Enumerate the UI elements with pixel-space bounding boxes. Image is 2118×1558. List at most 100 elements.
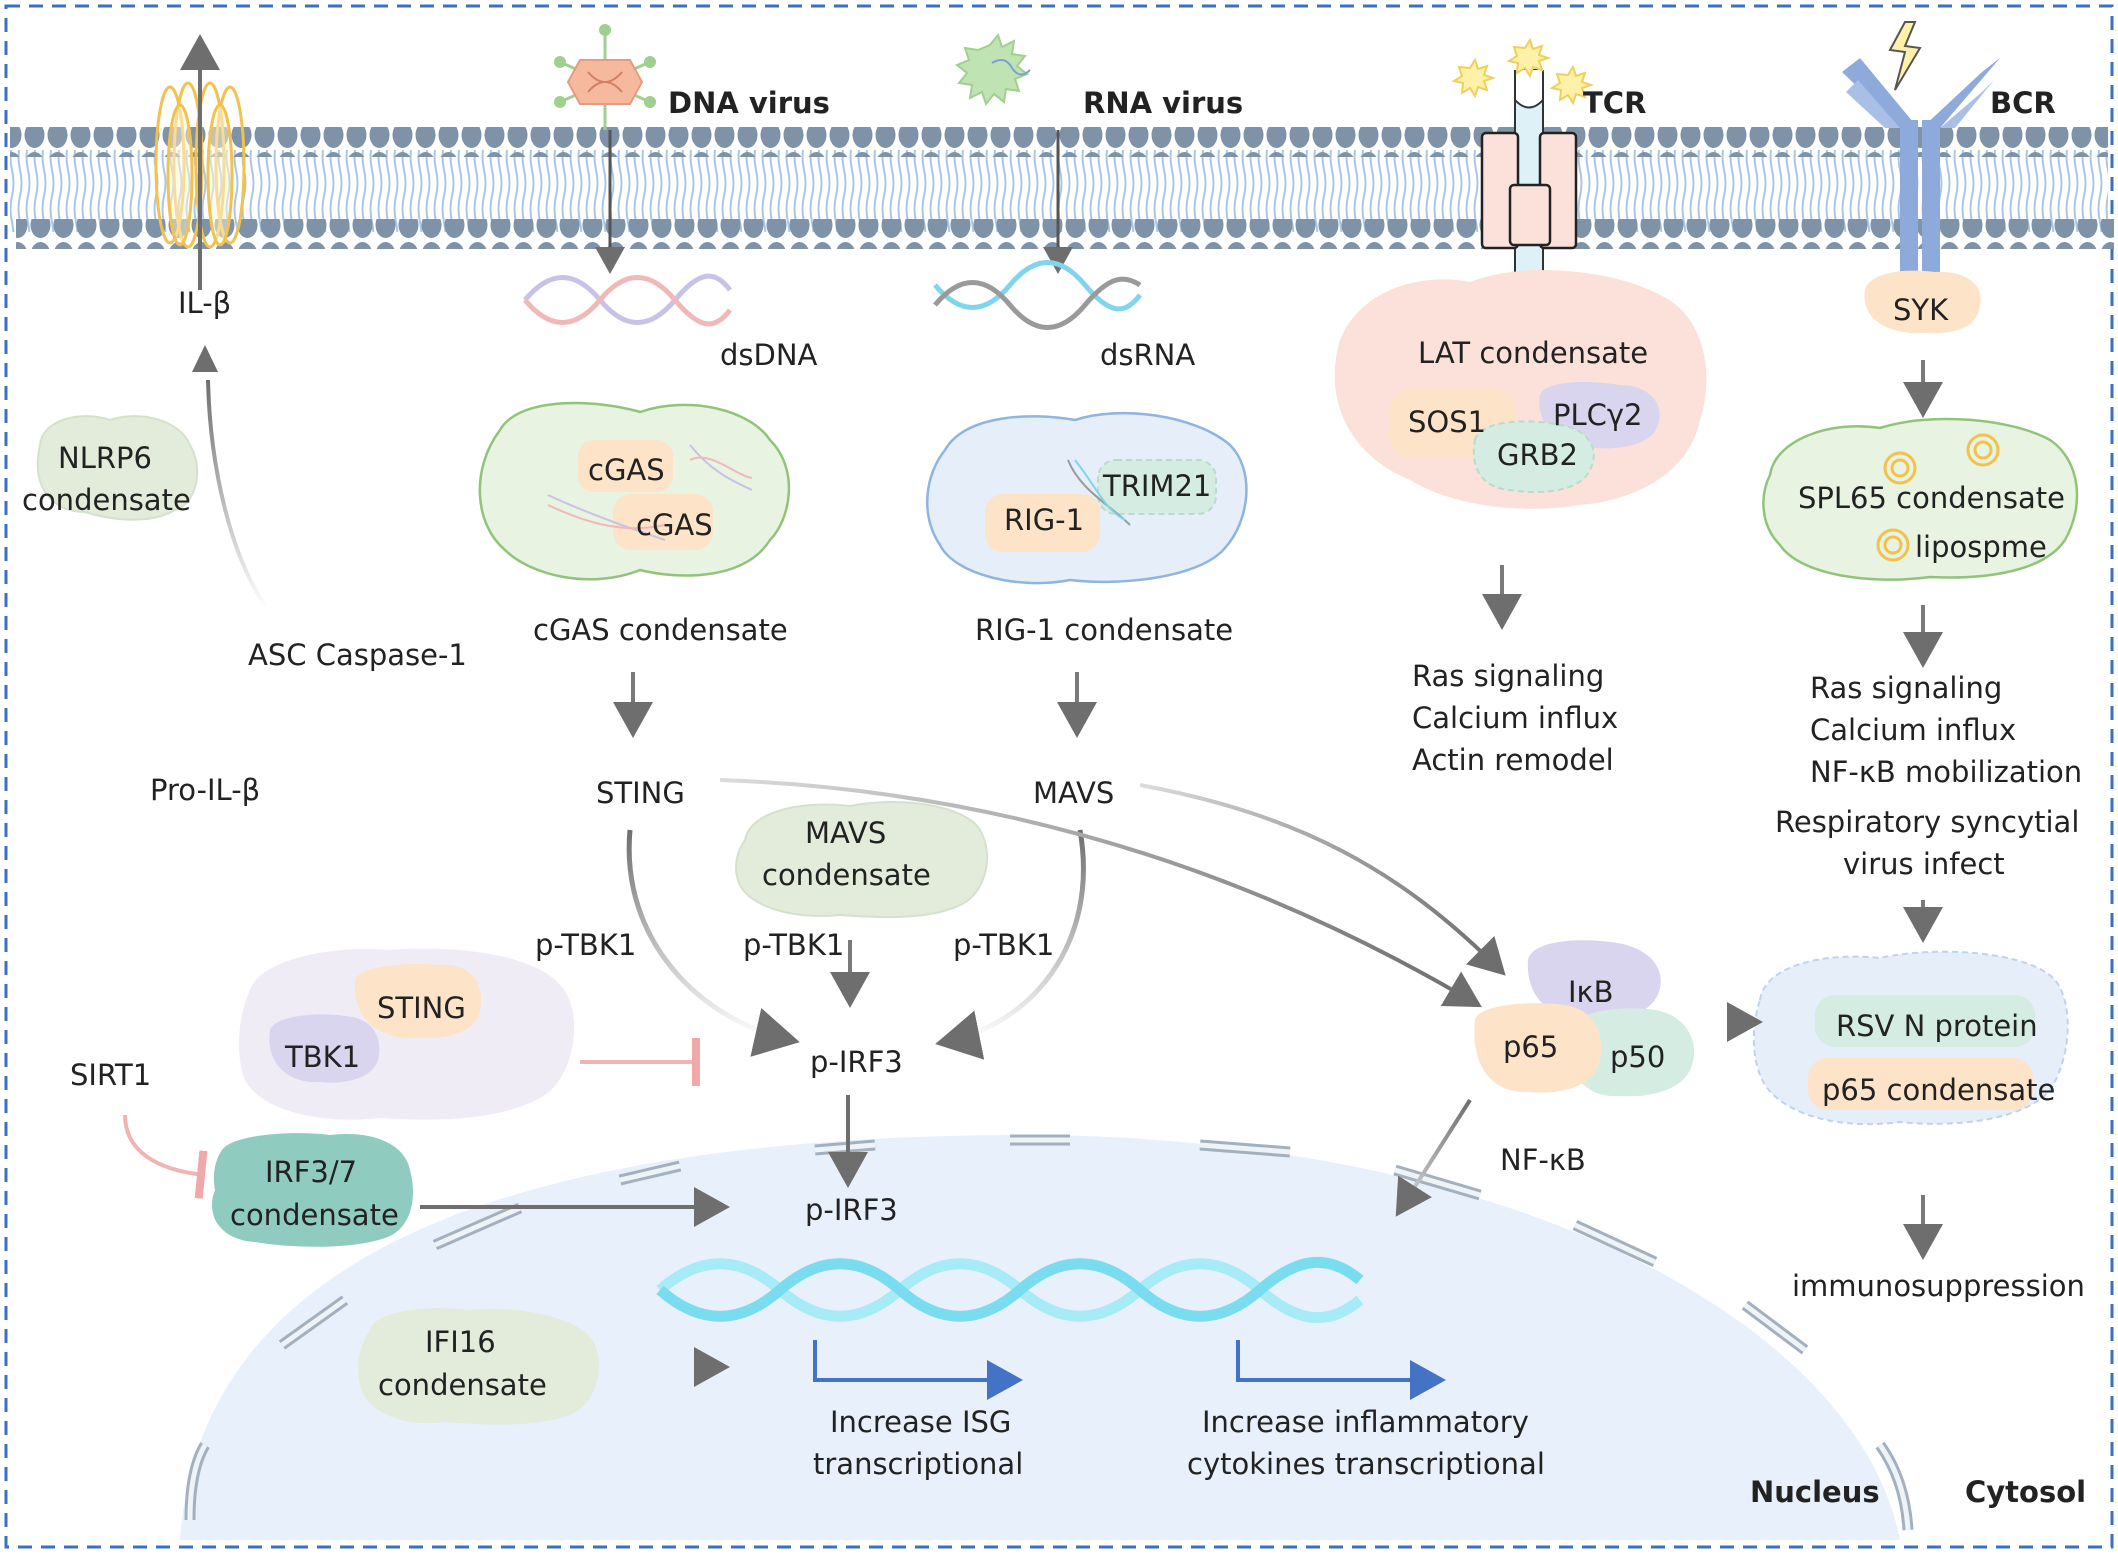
liposome-label: lipospme — [1915, 530, 2047, 564]
p65-label: p65 — [1503, 1030, 1558, 1064]
tcr-label: TCR — [1583, 86, 1646, 120]
p65-condensate-label: p65 condensate — [1822, 1073, 2055, 1107]
liposome-icons — [1876, 433, 2000, 562]
nfkb-label: NF-κB — [1500, 1143, 1586, 1177]
pirf3-top-label: p-IRF3 — [810, 1045, 903, 1079]
trim21-label: TRIM21 — [1102, 469, 1211, 503]
sting-to-pirf3-arrow — [626, 829, 800, 1057]
bcr-receptor — [1842, 58, 2000, 320]
mavs-condensate-label-2: condensate — [762, 858, 931, 892]
tcr-ras-label: Ras signaling — [1412, 659, 1604, 693]
tcr-actin-label: Actin remodel — [1412, 743, 1614, 777]
ikb-shape — [1527, 940, 1661, 1021]
rsv-n-label: RSV N protein — [1836, 1009, 2038, 1043]
dsrna-label: dsRNA — [1100, 338, 1195, 372]
dsrna-helix — [933, 260, 1142, 330]
irf37-label-1: IRF3/7 — [265, 1155, 357, 1189]
cgas-label-1: cGAS — [588, 453, 665, 487]
nucleus — [180, 1134, 1914, 1540]
sirt1-inhibition — [123, 1114, 208, 1199]
mavs-condensate-label-1: MAVS — [805, 816, 886, 850]
tcr-receptor — [1480, 69, 1578, 311]
asc-caspase-label: ASC Caspase-1 — [248, 638, 467, 672]
mavs-to-pirf3-arrow — [935, 829, 1086, 1060]
dsdna-label: dsDNA — [720, 338, 818, 372]
nlrp6-label-2: condensate — [22, 483, 191, 517]
bcr-nfkb-label: NF-κB mobilization — [1810, 755, 2082, 789]
pro-il-label: Pro-IL-β — [150, 773, 260, 807]
plcy2-label: PLCγ2 — [1553, 398, 1643, 432]
ikb-label: IκB — [1568, 975, 1614, 1009]
rsv-label-1: Respiratory syncytial — [1775, 805, 2079, 839]
inflammatory-label-2: cytokines transcriptional — [1187, 1447, 1545, 1481]
figure-border — [4, 4, 2114, 1549]
sirt1-label: SIRT1 — [70, 1058, 151, 1092]
cgas-box-1 — [578, 440, 673, 492]
grb2-label: GRB2 — [1497, 438, 1578, 472]
rsv-label-2: virus infect — [1843, 847, 2005, 881]
bcr-label: BCR — [1990, 86, 2056, 120]
cgas-label-2: cGAS — [636, 508, 713, 542]
rna-virus-label: RNA virus — [1083, 86, 1243, 120]
lightning-icon — [1888, 21, 1922, 91]
p50-shape — [1569, 1008, 1695, 1097]
spl65-condensate-shape — [1762, 417, 2079, 581]
inflammatory-label-1: Increase inflammatory — [1202, 1405, 1529, 1439]
isg-label-2: transcriptional — [813, 1447, 1023, 1481]
bcr-calcium-label: Calcium influx — [1810, 713, 2016, 747]
cell-membrane — [10, 127, 2114, 249]
asc-branch-arrow — [206, 379, 270, 612]
pirf3-bottom-label: p-IRF3 — [805, 1193, 898, 1227]
grb2-shape — [1472, 420, 1595, 494]
ifi16-condensate-shape — [358, 1308, 599, 1425]
sting-box-shape — [354, 963, 482, 1039]
sting-box-label: STING — [377, 991, 466, 1025]
nuclear-dna-helix — [656, 1256, 1364, 1324]
bcr-ras-label: Ras signaling — [1810, 671, 2002, 705]
sos1-label: SOS1 — [1408, 405, 1486, 439]
isg-transcription-arrow — [813, 1340, 1023, 1400]
rig1-condensate-label: RIG-1 condensate — [975, 613, 1233, 647]
nfkb-to-nucleus-arrow — [1395, 1098, 1472, 1217]
irf37-label-2: condensate — [230, 1198, 399, 1232]
tbk1-box-shape — [269, 1014, 380, 1083]
rsv-n-box — [1815, 995, 2035, 1047]
mavs-to-nfkb-arrow — [1139, 783, 1506, 976]
ptbk1-label-b: p-TBK1 — [743, 928, 844, 962]
tcr-ligands — [1451, 37, 1595, 106]
sting-label: STING — [596, 776, 685, 810]
lat-condensate-label: LAT condensate — [1418, 336, 1648, 370]
nucleus-label: Nucleus — [1750, 1475, 1880, 1509]
spl65-label: SPL65 condensate — [1798, 481, 2065, 515]
syk-shape — [1864, 270, 1981, 334]
il-beta-label: IL-β — [178, 286, 231, 320]
cgas-box-2 — [613, 494, 713, 550]
ifi16-label-1: IFI16 — [425, 1325, 496, 1359]
rna-virus-icon — [955, 32, 1031, 107]
nlrp6-label-1: NLRP6 — [58, 441, 152, 475]
p65-condensate-box — [1808, 1058, 2033, 1110]
nlrp6-condensate-shape — [36, 415, 199, 521]
tbk1-box-label: TBK1 — [284, 1040, 360, 1074]
pro-il-arrowhead — [192, 345, 218, 372]
tcr-calcium-label: Calcium influx — [1412, 701, 1618, 735]
mavs-label: MAVS — [1033, 776, 1114, 810]
il-beta-channel — [154, 81, 246, 249]
rig1-label: RIG-1 — [1004, 503, 1084, 537]
mavs-condensate-shape — [735, 801, 989, 919]
ptbk1-label-a: p-TBK1 — [535, 928, 636, 962]
immunosuppression-label: immunosuppression — [1792, 1269, 2085, 1303]
dna-virus-icon — [554, 24, 656, 130]
p65-shape — [1474, 1003, 1602, 1093]
rig1-box — [985, 494, 1100, 552]
cgas-condensate-label: cGAS condensate — [533, 613, 788, 647]
ptbk1-label-c: p-TBK1 — [953, 928, 1054, 962]
sting-to-nfkb-arrow — [719, 778, 1482, 1008]
dsdna-helix — [523, 273, 732, 327]
inflammatory-transcription-arrow — [1236, 1340, 1446, 1400]
cytosol-label: Cytosol — [1965, 1475, 2086, 1509]
dna-virus-label: DNA virus — [668, 86, 830, 120]
syk-label: SYK — [1893, 293, 1949, 327]
